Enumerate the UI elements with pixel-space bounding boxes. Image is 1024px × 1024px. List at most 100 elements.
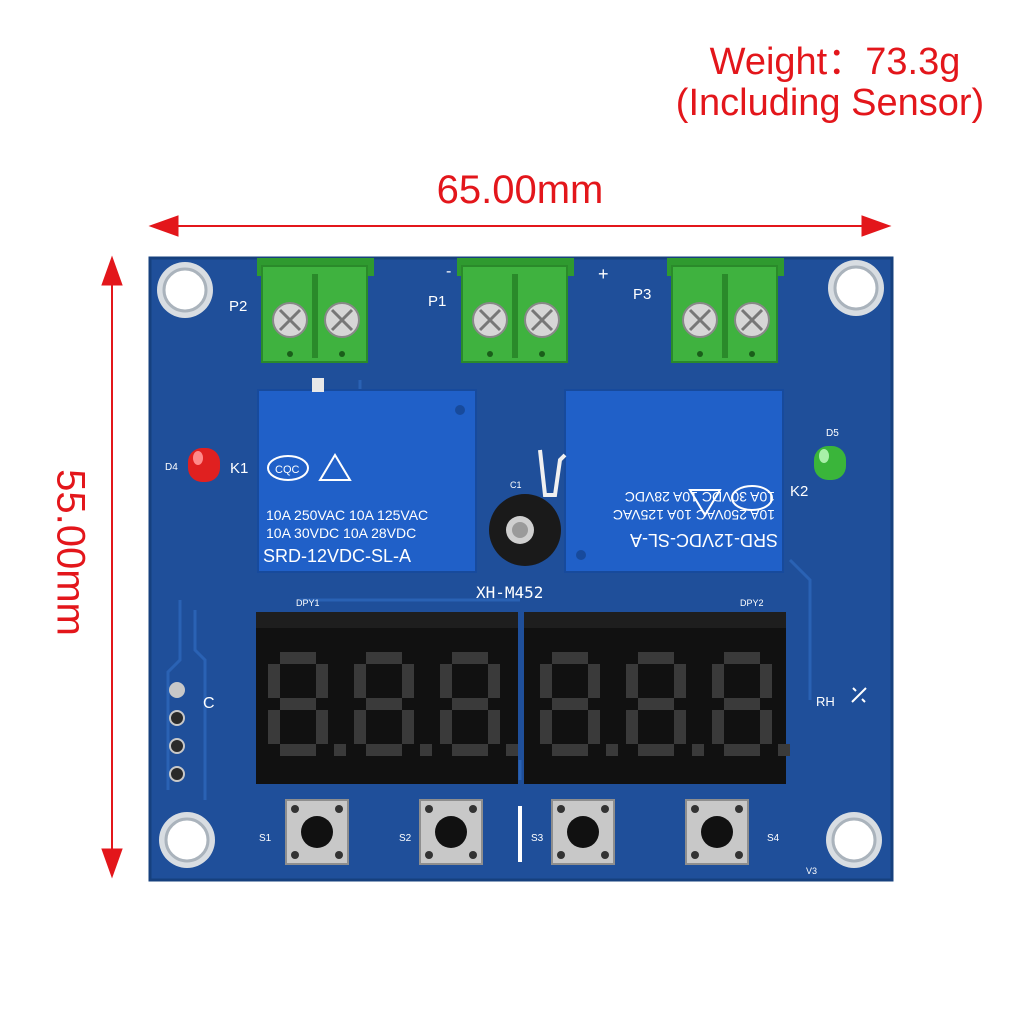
segment [626, 710, 638, 744]
label-c1: C1 [510, 480, 522, 490]
segment [540, 710, 552, 744]
seven-segment-digits [268, 652, 790, 756]
label-p1: P1 [428, 293, 446, 310]
decimal-point [334, 744, 346, 756]
segment [588, 710, 600, 744]
capacitor-c1 [489, 449, 567, 566]
terminal-block-p1 [457, 258, 574, 363]
segment [488, 664, 500, 698]
segment [638, 652, 674, 664]
segment [452, 698, 488, 710]
relay-k2: 10A 250VAC 10A 125VAC 10A 30VDC 10A 28VD… [564, 389, 784, 573]
segment [712, 664, 724, 698]
height-arrow [101, 255, 123, 879]
svg-text:CQC: CQC [275, 464, 300, 476]
percent-icon [851, 687, 867, 703]
segment [452, 744, 488, 756]
segment [638, 698, 674, 710]
segment [402, 710, 414, 744]
label-d5: D5 [826, 428, 839, 439]
silkscreen-divider [518, 806, 522, 862]
pcb-traces [166, 380, 812, 800]
segment [588, 664, 600, 698]
width-dimension-label: 65.00mm [436, 168, 604, 212]
label-v3: V3 [806, 866, 817, 876]
decimal-point [506, 744, 518, 756]
led-green-d5 [814, 446, 846, 480]
segment [674, 710, 686, 744]
segment [366, 698, 402, 710]
tactile-button-s3 [551, 799, 615, 865]
weight-annotation: Weight：73.3g [709, 41, 961, 83]
label-p3: P3 [633, 286, 651, 303]
board-model-label: XH-M452 [476, 583, 543, 602]
segment [552, 698, 588, 710]
segment [760, 664, 772, 698]
including-sensor-annotation: (Including Sensor) [675, 82, 985, 124]
segment [440, 664, 452, 698]
segment [540, 664, 552, 698]
mounting-hole-top-left [157, 262, 213, 318]
label-s1: S1 [259, 833, 272, 844]
decimal-point [778, 744, 790, 756]
relay-k1: CQC 10A 250VAC 10A 125VAC 10A 30VDC 10A … [257, 378, 477, 573]
label-s4: S4 [767, 833, 780, 844]
segment [724, 744, 760, 756]
segment [280, 698, 316, 710]
segment [724, 698, 760, 710]
segment [280, 744, 316, 756]
mounting-hole-top-right [828, 260, 884, 316]
relay-k2-rating-line1: 10A 250VAC 10A 125VAC [613, 507, 775, 523]
relay-k2-model: SRD-12VDC-SL-A [630, 530, 778, 550]
decimal-point [420, 744, 432, 756]
relay-k1-rating-line2: 10A 30VDC 10A 28VDC [266, 525, 416, 541]
label-k2: K2 [790, 483, 808, 500]
header-pins [169, 682, 185, 782]
segment [724, 652, 760, 664]
decimal-point [606, 744, 618, 756]
width-arrow [148, 215, 892, 237]
segment [316, 664, 328, 698]
label-plus: + [598, 264, 609, 284]
tactile-button-s1 [285, 799, 349, 865]
label-dpy2: DPY2 [740, 598, 764, 608]
tactile-button-s2 [419, 799, 483, 865]
segment [674, 664, 686, 698]
segment [440, 710, 452, 744]
tactile-button-s4 [685, 799, 749, 865]
segment [316, 710, 328, 744]
relay-k1-rating-line1: 10A 250VAC 10A 125VAC [266, 507, 428, 523]
terminal-block-p3 [667, 258, 784, 363]
segment [280, 652, 316, 664]
segment [366, 744, 402, 756]
segment [452, 652, 488, 664]
segment [354, 710, 366, 744]
label-s3: S3 [531, 833, 544, 844]
segment [760, 710, 772, 744]
label-s2: S2 [399, 833, 412, 844]
mounting-hole-bottom-left [159, 812, 215, 868]
segment [268, 664, 280, 698]
led-red-d4 [188, 448, 220, 482]
label-dpy1: DPY1 [296, 598, 320, 608]
label-k1: K1 [230, 460, 248, 477]
segment [638, 744, 674, 756]
segment [712, 710, 724, 744]
segment [552, 744, 588, 756]
mounting-hole-bottom-right [826, 812, 882, 868]
label-header-c: C [203, 695, 215, 712]
segment [626, 664, 638, 698]
label-p2: P2 [229, 298, 247, 315]
segment [488, 710, 500, 744]
segment [552, 652, 588, 664]
label-rh: RH [816, 694, 835, 709]
label-d4: D4 [165, 462, 178, 473]
segment [366, 652, 402, 664]
relay-k1-model: SRD-12VDC-SL-A [263, 546, 411, 566]
segment [402, 664, 414, 698]
relay-k2-rating-line2: 10A 30VDC 10A 28VDC [625, 489, 775, 505]
decimal-point [692, 744, 704, 756]
segment [268, 710, 280, 744]
label-minus: - [446, 263, 451, 280]
